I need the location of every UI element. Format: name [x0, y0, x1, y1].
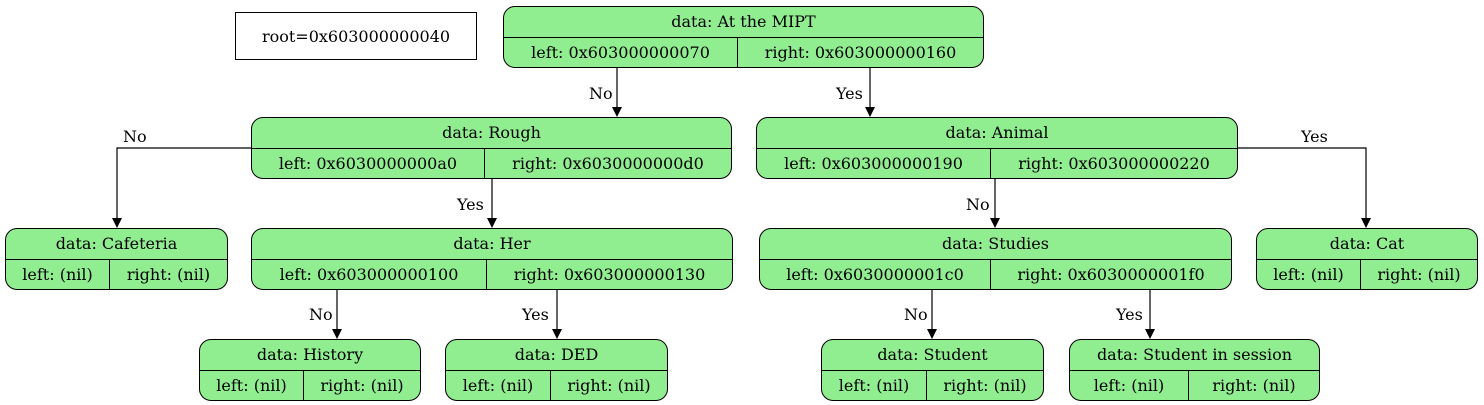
node-data: data: Student: [822, 340, 1043, 371]
node-left-pointer: left: (nil): [200, 371, 304, 400]
tree-node-cat: data: Cat left: (nil) right: (nil): [1256, 228, 1478, 290]
edge-label-studies-session: Yes: [1116, 305, 1143, 324]
tree-node-her: data: Her left: 0x603000000100 right: 0x…: [251, 228, 733, 290]
node-left-pointer: left: 0x603000000070: [504, 38, 738, 67]
tree-node-rough: data: Rough left: 0x6030000000a0 right: …: [251, 117, 732, 179]
edge-label-rough-cafeteria: No: [123, 127, 147, 146]
tree-node-history: data: History left: (nil) right: (nil): [199, 339, 421, 401]
edge-label-mipt-animal: Yes: [836, 84, 863, 103]
node-left-pointer: left: 0x603000000100: [252, 260, 487, 289]
node-right-pointer: right: (nil): [567, 376, 651, 395]
node-right-pointer: right: 0x603000000130: [513, 265, 706, 284]
tree-node-animal: data: Animal left: 0x603000000190 right:…: [756, 117, 1238, 179]
node-right-pointer: right: 0x6030000000d0: [512, 154, 704, 173]
edge-label-animal-cat: Yes: [1301, 127, 1328, 146]
node-right-pointer: right: (nil): [943, 376, 1027, 395]
node-left-pointer: left: (nil): [446, 371, 551, 400]
edge-label-her-ded: Yes: [522, 305, 549, 324]
tree-node-student-in-session: data: Student in session left: (nil) rig…: [1069, 339, 1320, 401]
node-right-pointer: right: (nil): [1212, 376, 1296, 395]
edge-label-rough-her: Yes: [457, 195, 484, 214]
node-right-pointer: right: (nil): [320, 376, 404, 395]
node-data: data: Cafeteria: [6, 229, 227, 260]
node-data: data: History: [200, 340, 420, 371]
node-right-pointer: right: 0x603000000160: [764, 43, 957, 62]
node-right-pointer: right: (nil): [1377, 265, 1461, 284]
edge-rough-cafeteria: [112, 147, 251, 228]
node-data: data: Her: [252, 229, 732, 260]
node-right-pointer: right: (nil): [126, 265, 211, 284]
edge-label-studies-student: No: [904, 305, 928, 324]
node-data: data: At the MIPT: [504, 7, 983, 38]
edge-animal-cat: [1237, 147, 1371, 228]
root-pointer-box: root=0x603000000040: [235, 12, 477, 60]
tree-node-mipt: data: At the MIPT left: 0x603000000070 r…: [503, 6, 984, 68]
node-data: data: Cat: [1257, 229, 1477, 260]
tree-node-studies: data: Studies left: 0x6030000001c0 right…: [759, 228, 1232, 290]
tree-node-student: data: Student left: (nil) right: (nil): [821, 339, 1044, 401]
node-data: data: Rough: [252, 118, 731, 149]
tree-node-ded: data: DED left: (nil) right: (nil): [445, 339, 668, 401]
tree-node-cafeteria: data: Cafeteria left: (nil) right: (nil): [5, 228, 228, 290]
node-data: data: Animal: [757, 118, 1237, 149]
node-left-pointer: left: (nil): [1070, 371, 1189, 400]
node-left-pointer: left: 0x6030000000a0: [252, 149, 485, 178]
node-data: data: Student in session: [1070, 340, 1319, 371]
edge-label-mipt-rough: No: [589, 84, 613, 103]
node-data: data: DED: [446, 340, 667, 371]
node-left-pointer: left: 0x603000000190: [757, 149, 991, 178]
node-data: data: Studies: [760, 229, 1231, 260]
node-left-pointer: left: (nil): [822, 371, 927, 400]
node-left-pointer: left: 0x6030000001c0: [760, 260, 991, 289]
root-pointer-label: root=0x603000000040: [261, 26, 451, 46]
node-left-pointer: left: (nil): [1257, 260, 1361, 289]
edge-label-animal-studies: No: [966, 195, 990, 214]
edge-label-her-history: No: [309, 305, 333, 324]
node-right-pointer: right: 0x603000000220: [1018, 154, 1210, 173]
node-right-pointer: right: 0x6030000001f0: [1017, 265, 1205, 284]
node-left-pointer: left: (nil): [6, 260, 110, 289]
